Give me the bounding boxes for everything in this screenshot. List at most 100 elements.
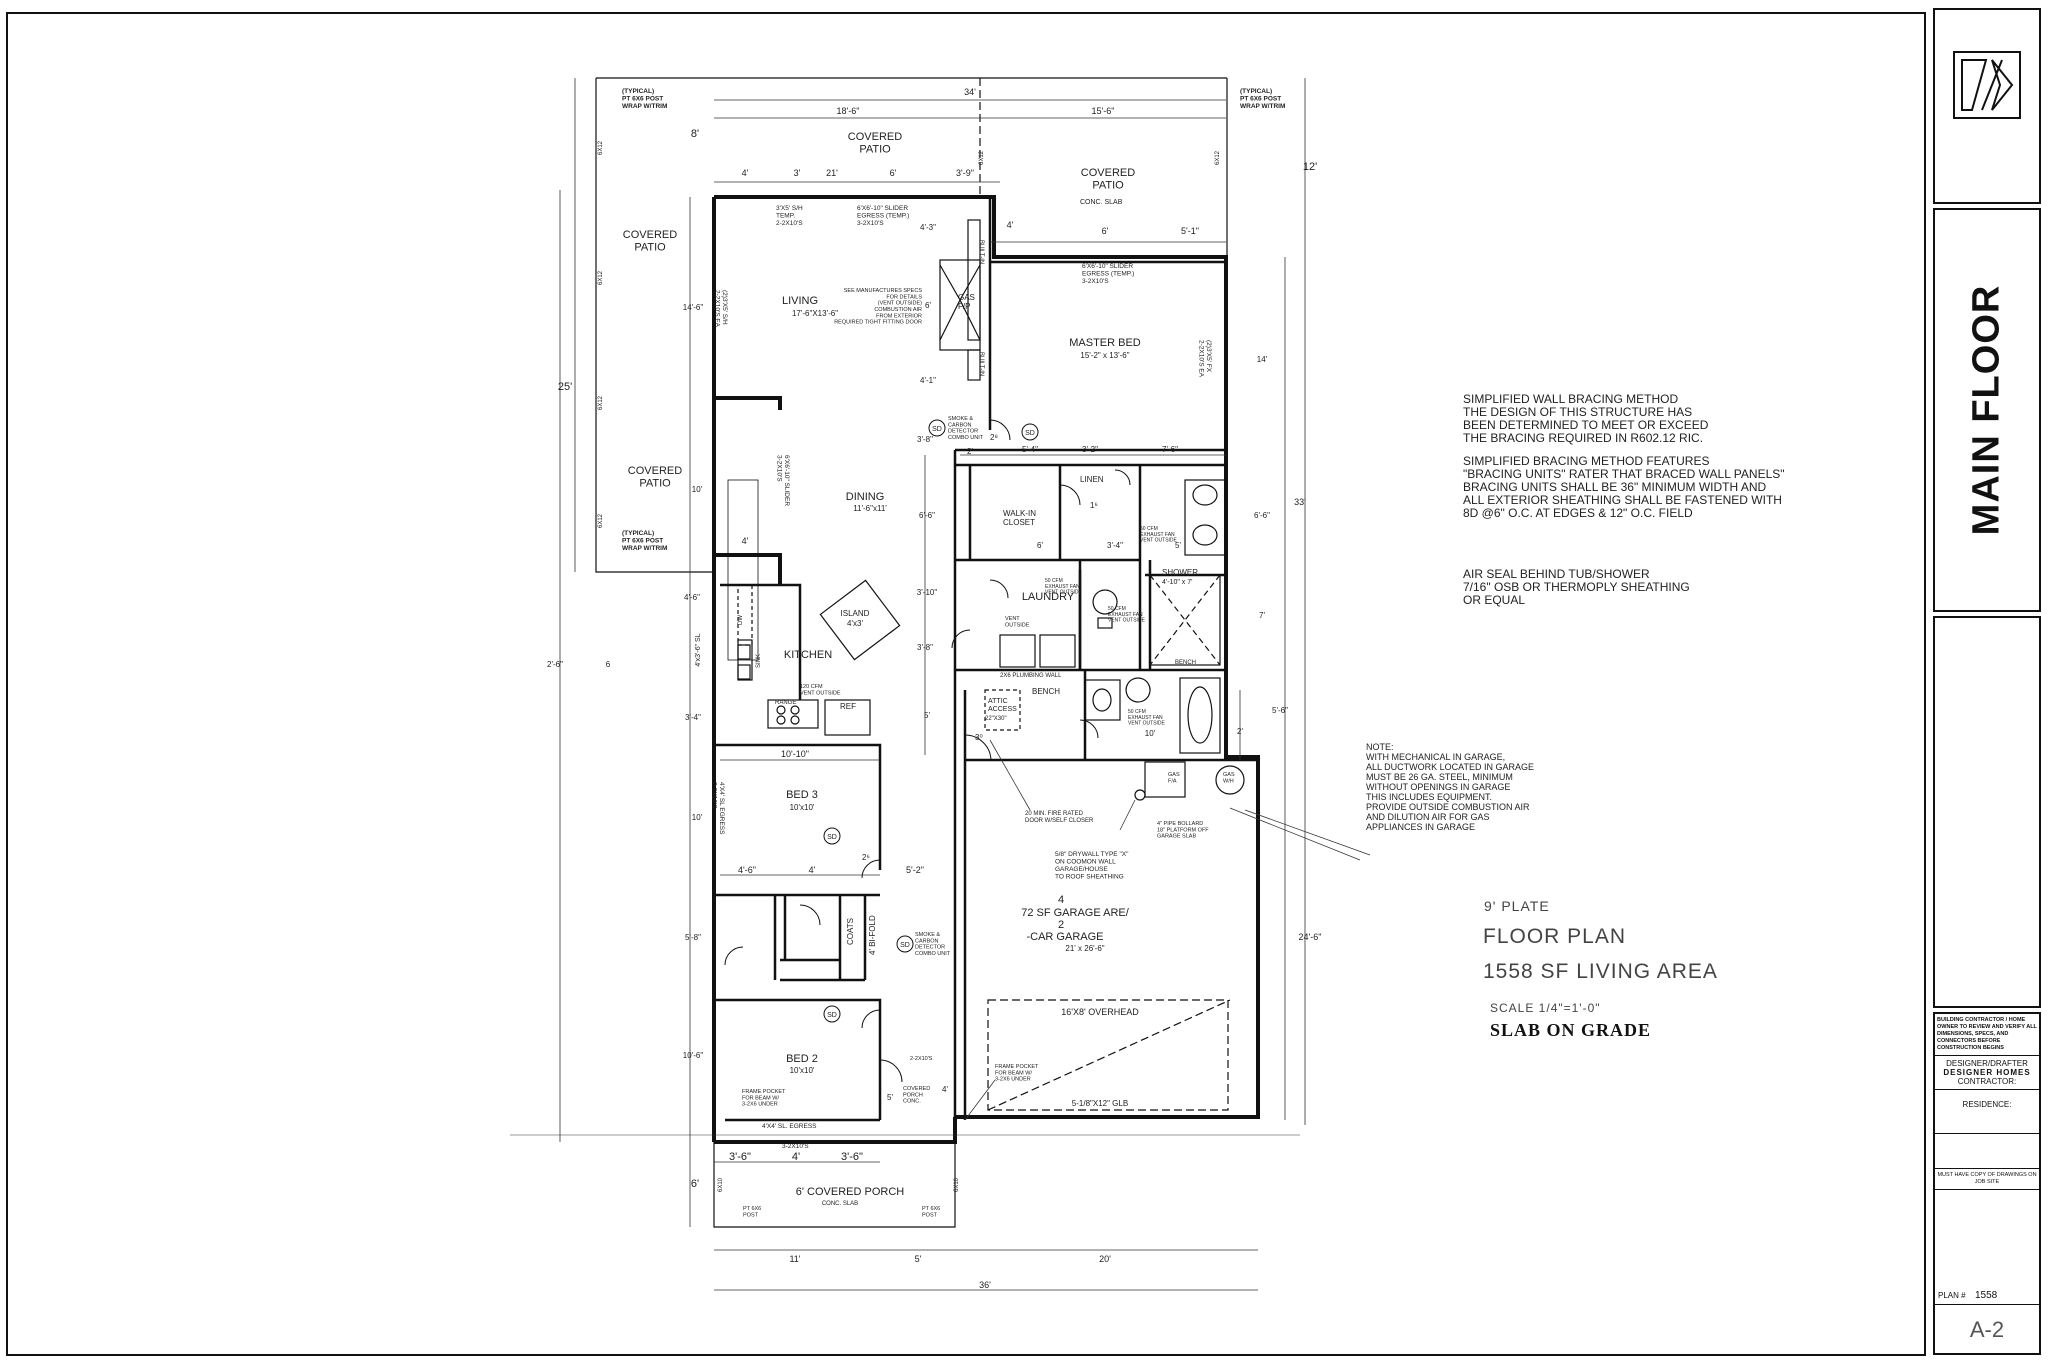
patio-outline: [595, 77, 1228, 1228]
disclaimer: BUILDING CONTRACTOR / HOME OWNER TO REVI…: [1935, 1014, 2039, 1056]
sd-label: SD: [900, 942, 910, 949]
dim-4c: 4': [809, 865, 816, 875]
plan-number-row: PLAN # 1558: [1935, 1190, 2039, 1305]
dim-4-1: 4'-1": [920, 376, 936, 385]
smoke-detector-icon: [823, 1005, 841, 1023]
bracing-note-1: SIMPLIFIED WALL BRACING METHOD THE DESIG…: [1463, 392, 1709, 445]
plan-label: PLAN #: [1938, 1291, 1966, 1300]
label-covered-patio-right-sub: CONC. SLAB: [1080, 199, 1123, 206]
label-bed2: BED 2: [786, 1053, 818, 1065]
label-dining: DINING: [846, 491, 885, 503]
dim-6-mb: 6': [1102, 226, 1109, 236]
label-garage-4: -CAR GARAGE: [1026, 931, 1103, 943]
label-island: ISLAND: [841, 609, 870, 618]
smoke-detectors: [823, 419, 1039, 1023]
label-bench-shower: BENCH: [1175, 660, 1196, 666]
beam-6x12-1: 6X12: [598, 140, 604, 155]
dim-porch-6: 6': [691, 1178, 699, 1190]
dim-4-3: 4'-3": [920, 223, 936, 232]
living-area-label: 1558 SF LIVING AREA: [1483, 960, 1718, 983]
dim-bottom-11: 11': [789, 1254, 800, 1264]
dim-4b: 4': [742, 536, 749, 546]
dim-3: 3': [794, 168, 801, 178]
smoke-detector-icon: [823, 827, 841, 845]
label-garage-3: 2: [1058, 919, 1064, 931]
label-sink: SINK: [756, 654, 762, 668]
header-2x10-note: 2-2X10'S: [910, 1056, 933, 1062]
dim-3-9: 3'-9": [956, 168, 974, 178]
label-ref: REF: [840, 702, 856, 711]
beam-6x12-5: 6X12: [979, 150, 985, 165]
designer-row: DESIGNER/DRAFTER DESIGNER HOMES CONTRACT…: [1935, 1056, 2039, 1090]
label-garage-2: 72 SF GARAGE ARE/: [1021, 907, 1130, 919]
dim-5-1: 5'-1": [1181, 226, 1199, 236]
dim-5-4: 5'-4": [1022, 445, 1038, 454]
residence-row: RESIDENCE:: [1935, 1090, 2039, 1134]
dim-5-2: 5'-2": [906, 865, 924, 875]
sd-label: SD: [1025, 430, 1035, 437]
window-mb-note: (2)3'X5' FX2-2X10'S EA: [1198, 340, 1212, 378]
label-bench-hall: BENCH: [1032, 687, 1060, 696]
dim-5-8: 5'-8": [685, 933, 701, 942]
dim-10-6: 10'-6": [683, 1051, 704, 1060]
dim-left-25: 25': [558, 381, 572, 393]
dim-right-12: 12': [1303, 161, 1317, 173]
contractor-label: CONTRACTOR:: [1957, 1077, 2017, 1086]
smoke-detector-icon: [1021, 423, 1039, 441]
bed2-window-note: 4'X4' SL. EGRESS: [762, 1123, 817, 1130]
dim-21: 21': [826, 168, 838, 178]
interior-walls: [714, 197, 1258, 1122]
dim-4-6b: 4'-6": [738, 865, 756, 875]
beam-6x12-2: 6X12: [598, 270, 604, 285]
label-plumbing-wall: 2X6 PLUMBING WALL: [1000, 673, 1062, 679]
dim-5-porch: 5': [887, 1093, 893, 1102]
label-dw: DW: [738, 615, 744, 625]
dim-overall-top: 34': [964, 87, 976, 97]
door-16-a: 1⁶: [1090, 501, 1098, 510]
blank-row: [1935, 1134, 2039, 1169]
dim-6-6: 6'-6": [1254, 511, 1270, 520]
label-overhead: 16'X8' OVERHEAD: [1061, 1007, 1139, 1017]
dim-3-4: 3'-4": [685, 713, 701, 722]
sd-label: SD: [827, 834, 837, 841]
dim-bottom-5: 5': [915, 1254, 922, 1264]
dim-7: 7': [1259, 611, 1265, 620]
door-26-a: 2⁶: [862, 853, 870, 862]
slab-label: SLAB ON GRADE: [1490, 1020, 1652, 1040]
dim-14: 14': [1257, 355, 1268, 364]
dim-left-6: 6: [606, 660, 611, 669]
smoke-detector-icon: [928, 419, 946, 437]
label-master-bed: MASTER BED: [1069, 337, 1141, 349]
dim-4a: 4': [742, 168, 749, 178]
plan-number: 1558: [1975, 1290, 1998, 1301]
smoke-detector-icon: [896, 935, 914, 953]
label-built-in-2: BUILT-IN: [978, 352, 984, 376]
title-block: MAIN FLOOR BUILDING CONTRACTOR / HOME OW…: [1933, 8, 2041, 1355]
dim-left-8: 8': [691, 128, 699, 140]
dim-top-left: 18'-6": [837, 106, 860, 116]
dim-2-hall: 2': [967, 447, 973, 456]
dim-3-2: 3'-2": [1082, 445, 1098, 454]
dim-porch-3-6b: 3'-6": [841, 1151, 863, 1163]
label-bed2-size: 10'x10': [790, 1066, 815, 1075]
door-swings: [724, 419, 1131, 1083]
dim-3-4-bath: 3'-4": [1107, 541, 1123, 550]
copy-note: MUST HAVE COPY OF DRAWINGS ON JOB SITE: [1935, 1169, 2039, 1190]
fixtures: [727, 219, 1245, 1111]
dim-5-bath: 5': [1175, 541, 1181, 550]
sheet-title-box: MAIN FLOOR: [1933, 208, 2041, 612]
dim-4x5: 4'x3'-6" SL: [695, 633, 702, 666]
dim-porch-3-6a: 3'-6": [729, 1151, 751, 1163]
